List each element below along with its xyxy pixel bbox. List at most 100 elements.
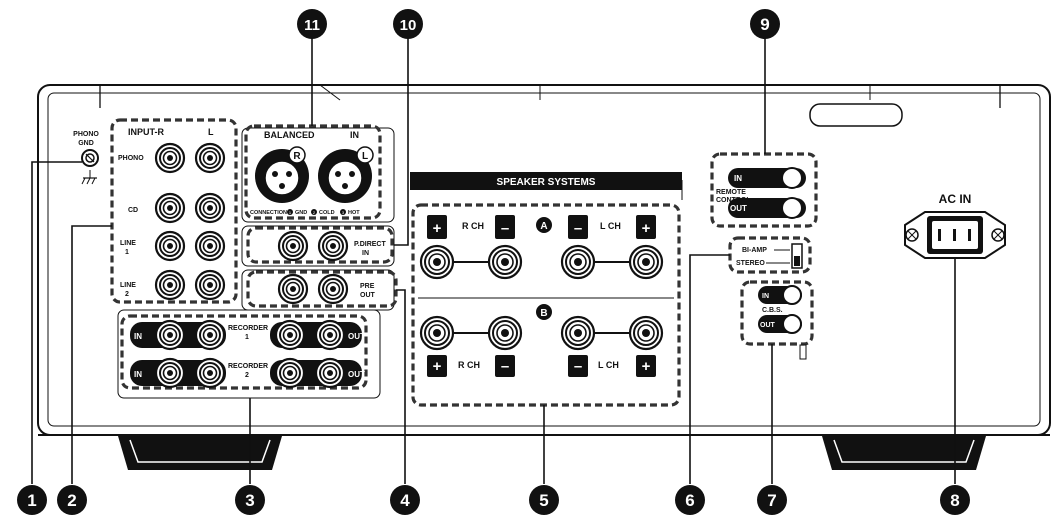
svg-text:AC IN: AC IN (939, 192, 972, 206)
svg-text:GND: GND (78, 140, 94, 147)
recorder-1-out-pair: OUT (270, 319, 365, 351)
remote-control-jacks: IN REMOTE CONTROL OUT (710, 152, 818, 228)
svg-text:5: 5 (539, 491, 548, 510)
svg-text:2: 2 (67, 491, 76, 510)
speaker-terminals: R CH L CH A + – – + B + – – + R CH L CH (411, 203, 681, 407)
svg-text:OUT: OUT (730, 204, 747, 213)
balanced-in-xlr: BALANCED IN R L CONNECTION 1 GND 2 COLD … (244, 124, 382, 220)
xlr-l: L (318, 146, 374, 203)
svg-text:2: 2 (313, 210, 316, 215)
svg-text:9: 9 (760, 15, 769, 34)
svg-text:IN: IN (134, 370, 142, 379)
callout-4: 4 (390, 485, 420, 515)
pin-legend: CONNECTION 1 GND 2 COLD 3 HOT (250, 209, 360, 216)
bi-amp-stereo-switch: BI-AMP STEREO (728, 236, 812, 274)
svg-text:CONNECTION: CONNECTION (250, 210, 287, 216)
speaker-systems-title: SPEAKER SYSTEMS (497, 177, 596, 188)
foot-left (118, 436, 282, 470)
speaker-b: B + – – + R CH L CH (419, 304, 664, 377)
svg-text:2: 2 (125, 291, 129, 298)
svg-text:OUT: OUT (348, 332, 365, 341)
svg-text:P.DIRECT: P.DIRECT (354, 241, 386, 248)
svg-text:10: 10 (400, 17, 417, 34)
svg-text:+: + (642, 220, 651, 237)
svg-text:A: A (540, 221, 547, 232)
svg-text:IN: IN (350, 130, 359, 140)
svg-text:–: – (574, 220, 582, 237)
svg-text:LINE: LINE (120, 282, 136, 289)
callout-2: 2 (57, 485, 87, 515)
callout-11: 11 (297, 9, 327, 39)
svg-text:1: 1 (289, 210, 292, 215)
svg-text:R CH: R CH (458, 360, 480, 370)
svg-text:3: 3 (342, 210, 345, 215)
leader-lines (31, 38, 956, 484)
callout-6: 6 (675, 485, 705, 515)
svg-text:GND: GND (295, 210, 307, 216)
svg-text:L CH: L CH (598, 360, 619, 370)
svg-text:B: B (540, 308, 547, 319)
svg-text:CD: CD (128, 207, 138, 214)
svg-text:+: + (433, 220, 442, 237)
svg-text:IN: IN (762, 293, 769, 300)
svg-text:OUT: OUT (360, 292, 376, 299)
callout-7: 7 (757, 485, 787, 515)
svg-text:INPUT-R: INPUT-R (128, 127, 165, 137)
svg-text:L: L (208, 127, 214, 137)
svg-text:3: 3 (245, 491, 254, 510)
svg-text:–: – (501, 358, 509, 375)
svg-text:C.B.S.: C.B.S. (762, 307, 783, 314)
svg-text:7: 7 (767, 491, 776, 510)
svg-text:1: 1 (27, 491, 36, 510)
xlr-r: R (255, 146, 309, 203)
svg-text:+: + (433, 358, 442, 375)
svg-text:BI-AMP: BI-AMP (742, 247, 767, 254)
svg-text:L CH: L CH (600, 221, 621, 231)
svg-text:LINE: LINE (120, 240, 136, 247)
svg-text:PHONO: PHONO (118, 155, 144, 162)
svg-text:–: – (574, 358, 582, 375)
cbs-jacks: IN C.B.S. OUT (740, 280, 814, 360)
callout-3: 3 (235, 485, 265, 515)
callout-1: 1 (17, 485, 47, 515)
svg-text:1: 1 (125, 249, 129, 256)
recorder-2-out-pair: OUT (270, 357, 365, 389)
svg-text:OUT: OUT (760, 322, 776, 329)
svg-text:8: 8 (950, 491, 959, 510)
svg-text:1: 1 (245, 334, 249, 341)
svg-text:–: – (501, 220, 509, 237)
recorder-jacks: IN RECORDER 1 OUT IN RECORDER 2 OUT (120, 314, 368, 390)
p-direct-in-jacks: P.DIRECT IN (246, 226, 394, 264)
svg-text:4: 4 (400, 491, 410, 510)
svg-text:6: 6 (685, 491, 694, 510)
speaker-a: R CH L CH A + – – + (419, 215, 664, 280)
input-jacks: INPUT-R L PHONO CD LINE 1 LINE 2 (110, 118, 238, 304)
svg-text:BALANCED: BALANCED (264, 130, 315, 140)
ac-inlet: AC IN (904, 192, 1006, 259)
callout-5: 5 (529, 485, 559, 515)
recorder-2-in-pair: IN (130, 357, 226, 389)
svg-text:IN: IN (362, 250, 369, 257)
svg-text:R CH: R CH (462, 221, 484, 231)
svg-text:OUT: OUT (348, 370, 365, 379)
svg-text:L: L (362, 151, 368, 162)
svg-text:R: R (293, 151, 301, 162)
svg-text:+: + (642, 358, 651, 375)
svg-text:COLD: COLD (319, 210, 335, 216)
svg-text:STEREO: STEREO (736, 260, 765, 267)
svg-text:IN: IN (134, 332, 142, 341)
foot-right (822, 436, 986, 470)
callout-8: 8 (940, 485, 970, 515)
callout-10: 10 (393, 9, 423, 39)
svg-text:PHONO: PHONO (73, 131, 99, 138)
callout-9: 9 (750, 9, 780, 39)
svg-text:11: 11 (304, 17, 320, 34)
svg-text:IN: IN (734, 174, 742, 183)
pre-out-jacks: PRE OUT (246, 270, 398, 308)
svg-text:HOT: HOT (348, 210, 360, 216)
svg-text:RECORDER: RECORDER (228, 363, 268, 370)
svg-text:RECORDER: RECORDER (228, 325, 268, 332)
recorder-1-in-pair: IN (130, 319, 226, 351)
svg-text:PRE: PRE (360, 283, 375, 290)
